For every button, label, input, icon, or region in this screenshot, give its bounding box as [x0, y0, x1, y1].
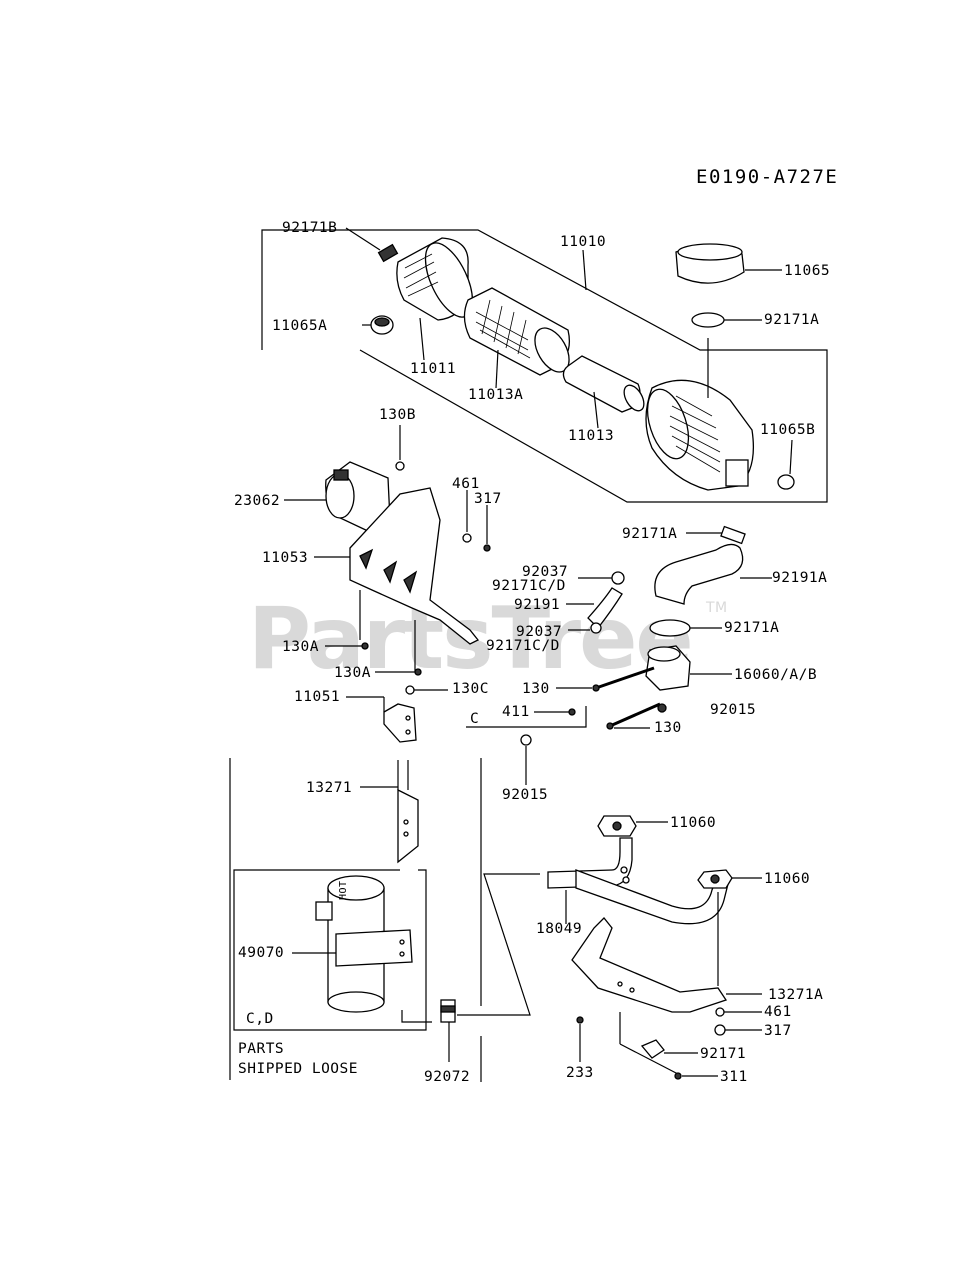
label-11010: 11010: [560, 234, 606, 250]
callout-labels: 11010 92171B 11065 11065A 92171A 11011 1…: [234, 220, 830, 1085]
clamp-92037-b: [568, 622, 602, 634]
bolt-233: [576, 1016, 584, 1062]
clamp-92171B: [345, 227, 399, 263]
label-C: C: [470, 711, 479, 727]
label-23062: 23062: [234, 493, 280, 509]
washer-461-top: [462, 490, 472, 543]
pre-cleaner-23062: [284, 461, 391, 533]
label-11065B: 11065B: [760, 422, 815, 438]
air-cleaner-cover: [396, 237, 474, 361]
nut-317-top: [483, 505, 491, 552]
outer-filter-element: [463, 287, 571, 389]
label-92171A-mid: 92171A: [622, 526, 677, 542]
label-11065A: 11065A: [272, 318, 327, 334]
top-cap-11065: [675, 243, 782, 284]
label-49070: 49070: [238, 945, 284, 961]
label-130B: 130B: [379, 407, 416, 423]
label-411: 411: [502, 704, 530, 720]
nut-92015-b: [520, 734, 532, 785]
label-92191: 92191: [514, 597, 560, 613]
label-92191A: 92191A: [772, 570, 827, 586]
stud-411: [466, 706, 587, 728]
label-92171CD-a: 92171C/D: [492, 578, 566, 594]
label-92171: 92171: [700, 1046, 746, 1062]
label-11013A: 11013A: [468, 387, 523, 403]
label-317-low: 317: [764, 1023, 792, 1039]
shipped-loose-box: [229, 758, 427, 1080]
bracket-13271: [360, 760, 419, 864]
label-92015-b: 92015: [502, 787, 548, 803]
label-92171CD-b: 92171C/D: [486, 638, 560, 654]
label-13271A: 13271A: [768, 987, 823, 1003]
clamp-top: [691, 312, 762, 328]
heat-shield-13271A: [571, 892, 762, 1013]
air-cleaner-bracket: [261, 229, 828, 503]
inner-filter-element: [562, 355, 645, 429]
label-92171A-low: 92171A: [724, 620, 779, 636]
label-11051: 11051: [294, 689, 340, 705]
label-11065: 11065: [784, 263, 830, 279]
cap-11065B: [777, 439, 795, 490]
label-11013: 11013: [568, 428, 614, 444]
bolt-130A: [325, 642, 422, 676]
label-11011: 11011: [410, 361, 456, 377]
intake-elbow-16060: [645, 645, 732, 691]
clamp-92037: [578, 571, 625, 585]
label-461-top: 461: [452, 476, 480, 492]
bracket-11051: [346, 685, 448, 743]
label-92015-a: 92015: [710, 702, 756, 718]
label-CD: C,D: [246, 1011, 274, 1027]
bolt-130-a: [556, 666, 655, 692]
clamp-92171: [619, 1012, 698, 1075]
clamp-92171A-mid: [686, 525, 746, 545]
bolt-130-b: [606, 702, 661, 730]
note-line-2: SHIPPED LOOSE: [238, 1061, 358, 1077]
label-461-low: 461: [764, 1004, 792, 1020]
label-92037-a: 92037: [522, 564, 568, 580]
label-130C: 130C: [452, 681, 489, 697]
nut-317-low: [714, 1024, 762, 1036]
gasket-11060-b: [697, 869, 762, 889]
air-cleaner-body: [645, 338, 755, 491]
label-130A-a: 130A: [282, 639, 319, 655]
clamp-92171A-low: [649, 619, 722, 637]
note-line-1: PARTS: [238, 1041, 284, 1057]
watermark-trademark: TM: [705, 600, 728, 616]
label-92037-b: 92037: [516, 624, 562, 640]
bolt-311: [674, 1072, 718, 1080]
label-11053: 11053: [262, 550, 308, 566]
exhaust-pipe-18049: [547, 837, 729, 925]
label-92072: 92072: [424, 1069, 470, 1085]
gasket-11060-a: [597, 815, 668, 837]
muffler-49070: HOT: [292, 875, 432, 1023]
label-92171A-top: 92171A: [764, 312, 819, 328]
washer-461-low: [715, 1007, 762, 1017]
cap-11065A: [362, 315, 394, 335]
label-317-top: 317: [474, 491, 502, 507]
label-11060-b: 11060: [764, 871, 810, 887]
nut-group-pipe: [620, 866, 630, 884]
label-130A-b: 130A: [334, 665, 371, 681]
label-130-a: 130: [522, 681, 550, 697]
label-18049: 18049: [536, 921, 582, 937]
label-130-b: 130: [654, 720, 682, 736]
bolt-130B: [395, 425, 405, 471]
label-16060: 16060/A/B: [734, 667, 817, 683]
hose-92191A: [654, 543, 772, 605]
nut-92015-a: [657, 703, 667, 713]
label-13271: 13271: [306, 780, 352, 796]
clamp-92072: [440, 758, 540, 1082]
label-311: 311: [720, 1069, 748, 1085]
diagram-code: E0190-A727E: [696, 166, 838, 188]
label-92171B: 92171B: [282, 220, 337, 236]
hot-decal-text: HOT: [338, 880, 349, 900]
hose-92191: [566, 587, 623, 629]
guard-plate-11053: [314, 487, 480, 672]
label-233: 233: [566, 1065, 594, 1081]
label-11060-a: 11060: [670, 815, 716, 831]
